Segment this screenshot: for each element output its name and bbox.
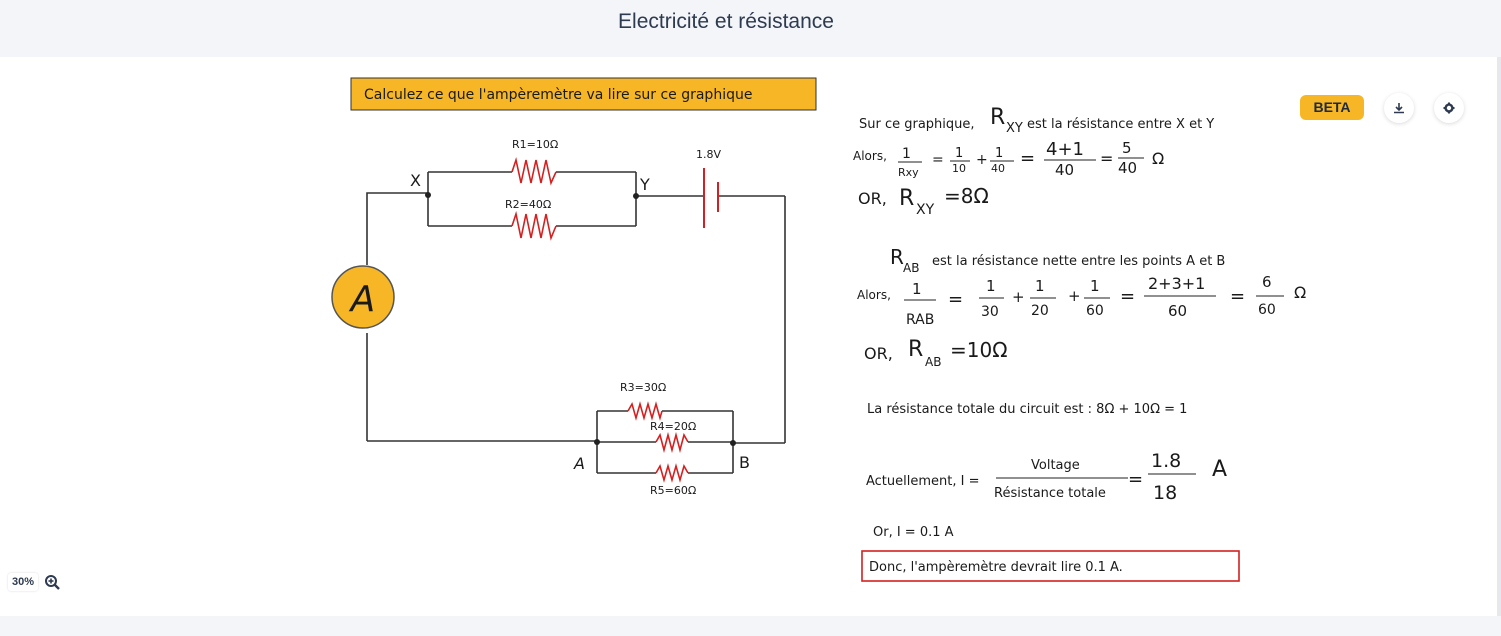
note-text: 2+3+1 <box>1148 274 1205 293</box>
note-text: 1 <box>986 277 996 295</box>
label-node-a: A <box>573 454 585 473</box>
note-text: est la résistance nette entre les points… <box>932 254 1225 269</box>
note-text: 5 <box>1122 139 1132 157</box>
note-text: =10Ω <box>950 338 1008 362</box>
note-text: 1 <box>1035 277 1045 295</box>
label-voltage: 1.8V <box>696 148 721 161</box>
svg-text:+: + <box>1068 287 1081 305</box>
resistor-r1 <box>511 156 557 186</box>
svg-text:+: + <box>1012 288 1025 306</box>
note-text: =8Ω <box>944 184 989 208</box>
page-title: Electricité et résistance <box>618 10 834 33</box>
resistor-r3 <box>627 401 663 421</box>
ammeter-icon: A <box>331 265 395 329</box>
answer-box <box>861 550 1240 582</box>
zoom-in-icon[interactable] <box>44 574 60 590</box>
note-text: Actuellement, I = <box>866 474 980 489</box>
resistor-r5 <box>655 463 689 483</box>
note-text: 40 <box>991 162 1005 175</box>
label-r5: R5=60Ω <box>650 484 696 497</box>
note-text: 10 <box>952 162 966 175</box>
note-text: RAB <box>906 312 934 328</box>
note-text: 40 <box>1055 161 1074 179</box>
note-text: Sur ce graphique, <box>859 117 975 132</box>
note-text: 30 <box>981 304 999 320</box>
svg-text:=: = <box>1128 469 1143 490</box>
note-text: 1 <box>1090 277 1100 295</box>
label-r1: R1=10Ω <box>512 138 558 151</box>
beta-badge: BETA <box>1300 95 1364 120</box>
note-text: R <box>908 337 923 362</box>
note-text: 6 <box>1262 273 1272 291</box>
note-text: XY <box>1006 121 1023 136</box>
answer-text: Donc, l'ampèremètre devrait lire 0.1 A. <box>869 560 1123 575</box>
note-text: 1.8 <box>1151 450 1181 472</box>
download-button[interactable] <box>1384 93 1414 123</box>
note-text: XY <box>916 202 935 218</box>
gear-icon <box>1443 102 1455 114</box>
label-r4: R4=20Ω <box>650 420 696 433</box>
note-text: R <box>890 245 904 269</box>
label-node-y: Y <box>639 175 650 194</box>
note-text: 1 <box>955 146 963 161</box>
note-text: AB <box>925 355 941 369</box>
note-text: Alors, <box>857 288 891 302</box>
label-r2: R2=40Ω <box>505 198 551 211</box>
note-text: OR, <box>864 344 893 363</box>
note-text: 1 <box>902 146 911 162</box>
svg-text:=: = <box>932 152 944 168</box>
note-text: 18 <box>1153 482 1177 504</box>
circuit-nodes <box>425 192 736 446</box>
note-text: Rxy <box>898 166 919 179</box>
question-text: Calculez ce que l'ampèremètre va lire su… <box>364 87 752 103</box>
note-text: Ω <box>1294 283 1306 302</box>
note-text: est la résistance entre X et Y <box>1027 117 1214 132</box>
note-text: La résistance totale du circuit est : 8Ω… <box>867 402 1187 417</box>
top-bar: Electricité et résistance <box>0 0 1501 57</box>
svg-text:=: = <box>948 289 963 310</box>
note-text: R <box>990 105 1005 130</box>
note-text: 20 <box>1031 303 1049 319</box>
label-node-x: X <box>410 171 421 190</box>
note-text: 60 <box>1086 303 1104 319</box>
note-text: Voltage <box>1031 458 1080 473</box>
note-text: 60 <box>1258 302 1276 318</box>
resistor-r4 <box>655 431 689 454</box>
svg-text:=: = <box>1020 148 1035 169</box>
note-text: Résistance totale <box>994 486 1106 501</box>
svg-text:+: + <box>976 152 988 168</box>
question-banner <box>350 77 817 111</box>
svg-text:=: = <box>1120 286 1135 307</box>
label-node-b: B <box>739 453 750 472</box>
solution-notes: Sur ce graphique, R XY est la résistance… <box>853 105 1306 582</box>
zoom-controls: 30% <box>8 571 60 593</box>
label-r3: R3=30Ω <box>620 381 666 394</box>
note-text: 1 <box>995 146 1003 161</box>
scrollbar[interactable] <box>1497 57 1501 616</box>
download-icon <box>1394 103 1404 114</box>
battery-icon <box>703 168 719 228</box>
settings-button[interactable] <box>1434 93 1464 123</box>
note-text: 60 <box>1168 302 1187 320</box>
note-text: AB <box>903 261 919 275</box>
note-text: A <box>1212 457 1227 482</box>
whiteboard-canvas[interactable] <box>0 57 1497 616</box>
resistor-r2 <box>511 210 557 241</box>
note-text: 4+1 <box>1046 139 1084 160</box>
note-text: Or, I = 0.1 A <box>873 525 954 540</box>
note-text: 1 <box>912 280 922 298</box>
note-text: A <box>349 279 376 320</box>
note-text: Alors, <box>853 149 887 163</box>
svg-text:=: = <box>1100 149 1113 168</box>
note-text: R <box>899 186 914 211</box>
note-text: Ω <box>1152 149 1164 168</box>
circuit-wires <box>366 171 786 474</box>
note-text: 40 <box>1118 159 1137 177</box>
svg-text:=: = <box>1230 286 1245 307</box>
bottom-bar <box>0 616 1501 636</box>
note-text: OR, <box>858 189 887 208</box>
zoom-level: 30% <box>8 573 39 591</box>
